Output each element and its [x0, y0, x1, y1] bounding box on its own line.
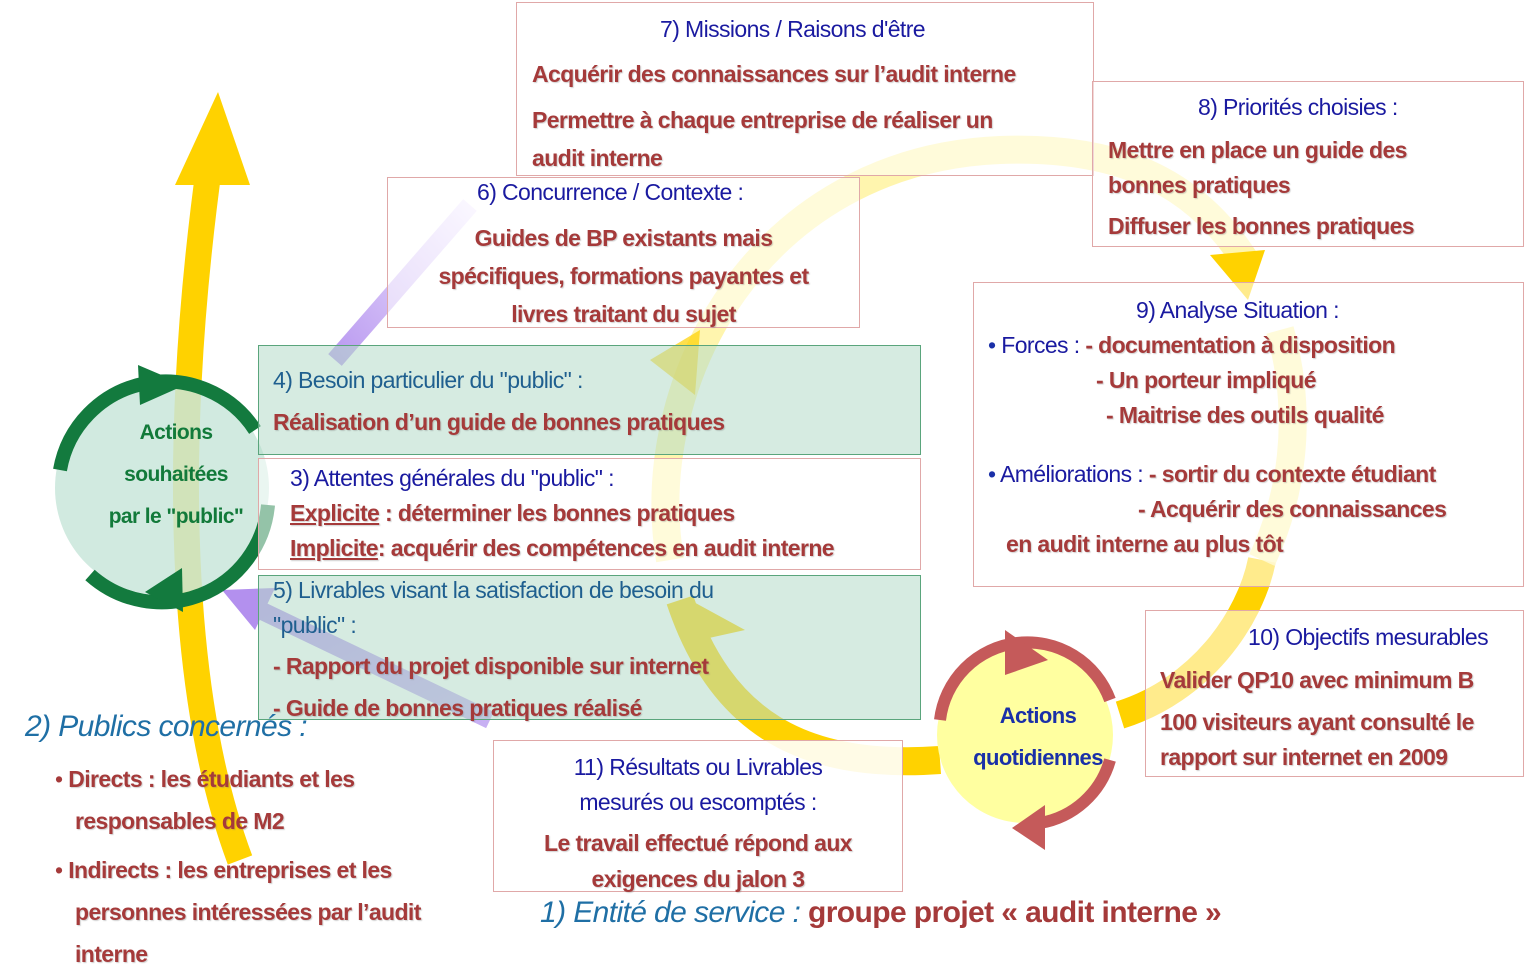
amel-item-1: - sortir du contexte étudiant	[1148, 461, 1436, 487]
box-analyse-title: 9) Analyse Situation :	[1136, 297, 1339, 323]
right-circle-arrowhead-top	[1005, 630, 1048, 675]
box-missions-line1: Acquérir des connaissances sur l’audit i…	[532, 61, 1016, 87]
left-circle-line1: Actions	[139, 421, 213, 444]
box-livrables-line2: - Guide de bonnes pratiques réalisé	[273, 695, 642, 721]
box-analyse-forces-row: • Forces : - documentation à disposition	[988, 332, 1396, 358]
left-circle-arrowhead-bottom	[145, 568, 183, 612]
forces-item-3: - Maitrise des outils qualité	[1106, 402, 1384, 428]
explicit-text: : déterminer les bonnes pratiques	[379, 500, 735, 526]
box-concurrence-title: 6) Concurrence / Contexte :	[477, 179, 744, 205]
explicit-label: Explicite	[290, 500, 380, 526]
entite-value: groupe projet « audit interne »	[808, 896, 1222, 929]
right-circle-line2: quotidiennes	[973, 745, 1103, 770]
box-resultats-title2: mesurés ou escomptés :	[579, 789, 817, 815]
publics-indirect-row: • Indirects : les entreprises et les	[55, 857, 392, 883]
box-objectifs-title: 10) Objectifs mesurables	[1248, 624, 1489, 650]
forces-item-2: - Un porteur impliqué	[1096, 367, 1317, 393]
implicit-label: Implicite	[290, 535, 379, 561]
box-concurrence-line2: spécifiques, formations payantes et	[438, 263, 809, 289]
right-circle-arrowhead-bottom	[1012, 805, 1045, 850]
box-attentes-implicit: Implicite: acquérir des compétences en a…	[290, 535, 835, 562]
amel-item-3: en audit interne au plus tôt	[1006, 531, 1284, 557]
box-attentes-title: 3) Attentes générales du "public" :	[290, 465, 615, 491]
box-missions	[516, 2, 1094, 176]
amel-label: Améliorations :	[999, 461, 1149, 487]
box-resultats-line1: Le travail effectué répond aux	[544, 830, 853, 856]
box-priorites-line2: bonnes pratiques	[1108, 172, 1291, 198]
box-livrables-title1: 5) Livrables visant la satisfaction de b…	[273, 577, 714, 603]
box-priorites-line1: Mettre en place un guide des	[1108, 137, 1407, 163]
amel-item-2: - Acquérir des connaissances	[1138, 496, 1447, 522]
right-circle-fill	[937, 647, 1113, 823]
box-priorites-title: 8) Priorités choisies :	[1198, 94, 1398, 120]
box-resultats-line2: exigences du jalon 3	[591, 866, 806, 892]
box-analyse-amel-row: • Améliorations : - sortir du contexte é…	[988, 461, 1436, 487]
box-livrables	[258, 575, 921, 720]
box-livrables-line1: - Rapport du projet disponible sur inter…	[273, 653, 709, 679]
publics-indirect-2: personnes intéressées par l’audit	[75, 899, 421, 925]
box-besoin-title: 4) Besoin particulier du "public" :	[273, 367, 583, 393]
left-circle-line2: souhaitées	[124, 463, 228, 486]
box-resultats-title1: 11) Résultats ou Livrables	[573, 754, 823, 780]
forces-label: Forces :	[1001, 332, 1086, 358]
box-missions-title: 7) Missions / Raisons d'être	[660, 16, 926, 42]
right-circle-ring-bottom	[1038, 758, 1116, 829]
box-livrables-title2: "public" :	[273, 612, 357, 638]
box-objectifs	[1145, 610, 1524, 777]
publics-direct-1: Directs : les étudiants et les	[68, 766, 355, 792]
box-besoin-line1: Réalisation d’un guide de bonnes pratiqu…	[273, 409, 725, 435]
implicit-text: : acquérir des compétences en audit inte…	[377, 535, 835, 561]
box-concurrence-line1: Guides de BP existants mais	[474, 225, 773, 251]
publics-title: 2) Publics concernés :	[25, 710, 308, 743]
publics-indirect-3: interne	[75, 941, 148, 967]
box-missions-line3: audit interne	[532, 145, 663, 171]
publics-direct-row: • Directs : les étudiants et les	[55, 766, 355, 792]
left-yellow-arrowhead	[175, 92, 250, 185]
forces-item-1: - documentation à disposition	[1085, 332, 1396, 358]
box-priorites-line3: Diffuser les bonnes pratiques	[1108, 213, 1415, 239]
box-besoin	[258, 345, 921, 455]
publics-indirect-1: Indirects : les entreprises et les	[68, 857, 392, 883]
publics-direct-2: responsables de M2	[75, 808, 285, 834]
box-analyse	[973, 282, 1524, 587]
box-objectifs-line3: rapport sur internet en 2009	[1160, 744, 1448, 770]
entite-label: 1) Entité de service :	[540, 896, 808, 929]
box-concurrence-line3: livres traitant du sujet	[511, 301, 736, 327]
left-circle-line3: par le "public"	[108, 505, 244, 528]
box-missions-line2: Permettre à chaque entreprise de réalise…	[532, 107, 993, 133]
box-attentes-explicit: Explicite : déterminer les bonnes pratiq…	[290, 500, 735, 527]
box-objectifs-line2: 100 visiteurs ayant consulté le	[1160, 709, 1474, 735]
left-circle-arrowhead-top	[138, 365, 185, 405]
box-concurrence	[387, 177, 860, 328]
left-circle-fill	[55, 381, 269, 595]
box-objectifs-line1: Valider QP10 avec minimum B	[1160, 667, 1474, 693]
box-priorites	[1092, 81, 1524, 247]
right-circle-line1: Actions	[999, 703, 1077, 728]
entite-row: 1) Entité de service : groupe projet « a…	[540, 896, 1222, 930]
box-attentes	[258, 458, 921, 570]
box-resultats	[493, 740, 903, 892]
